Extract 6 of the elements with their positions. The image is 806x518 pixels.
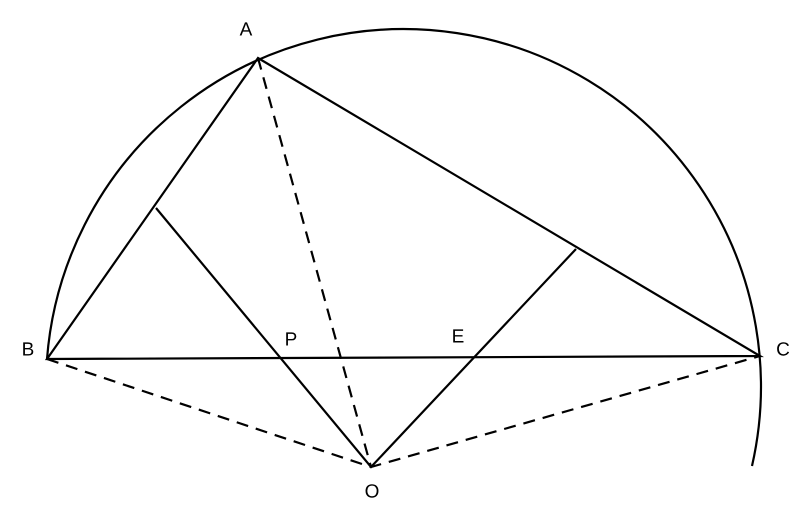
- point-label: P: [284, 330, 298, 350]
- point-label: A: [240, 20, 252, 40]
- point-label: C: [776, 340, 790, 360]
- point-label: B: [22, 340, 34, 360]
- point-label: O: [364, 482, 380, 502]
- point-label: E: [452, 328, 464, 346]
